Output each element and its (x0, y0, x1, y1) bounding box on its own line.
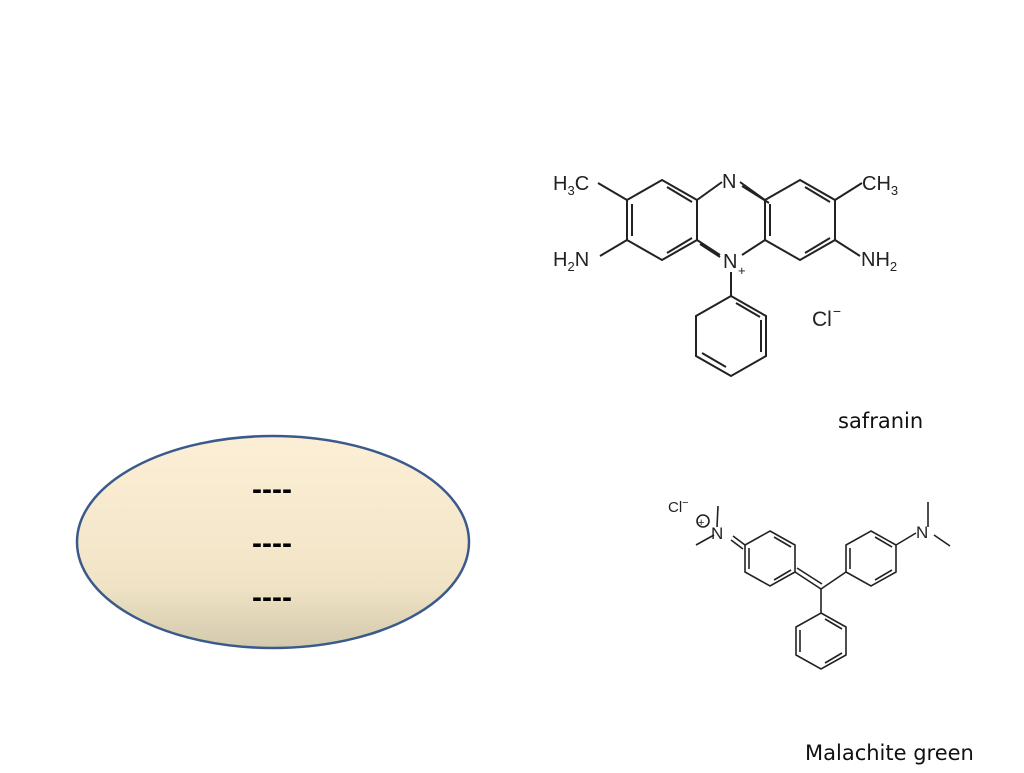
safranin-phenyl-ring (695, 294, 767, 378)
bacterial-cell: ---- ---- ---- (75, 434, 471, 650)
cell-ellipse (75, 434, 471, 650)
safranin-structure (597, 178, 863, 378)
malachite-green-caption: Malachite green (805, 741, 974, 765)
mg-label-cl: Cl− (668, 497, 689, 516)
label-h2n: H2N (553, 249, 589, 274)
label-n-top: N (722, 171, 736, 193)
mg-label-n-left: N (711, 524, 723, 543)
label-n-plus: N (723, 251, 737, 273)
negative-charge-1: ---- (252, 473, 292, 506)
label-h3c: H3C (553, 173, 589, 198)
label-plus: + (738, 263, 746, 278)
mg-left-ring (744, 530, 796, 587)
mg-bottom-ring (795, 612, 847, 670)
negative-charge-2: ---- (252, 527, 292, 560)
safranin-right-ring (764, 178, 836, 262)
mg-label-n-right: N (916, 523, 928, 542)
label-cl: Cl− (812, 303, 841, 331)
mg-plus-circle (696, 514, 710, 528)
safranin-bond (696, 181, 723, 201)
negative-charge-3: ---- (252, 581, 292, 614)
mg-label-plus: + (698, 517, 704, 529)
malachite-green-structure (695, 502, 951, 670)
mg-right-ring (845, 530, 897, 587)
safranin-caption: safranin (838, 409, 924, 433)
label-ch3: CH3 (862, 173, 898, 198)
label-nh2: NH2 (861, 249, 897, 274)
safranin-atom-labels: H3C N CH3 H2N N + NH2 Cl− (553, 171, 898, 331)
safranin-left-ring (626, 178, 698, 262)
malachite-green-atom-labels: Cl− + N N (668, 497, 928, 543)
